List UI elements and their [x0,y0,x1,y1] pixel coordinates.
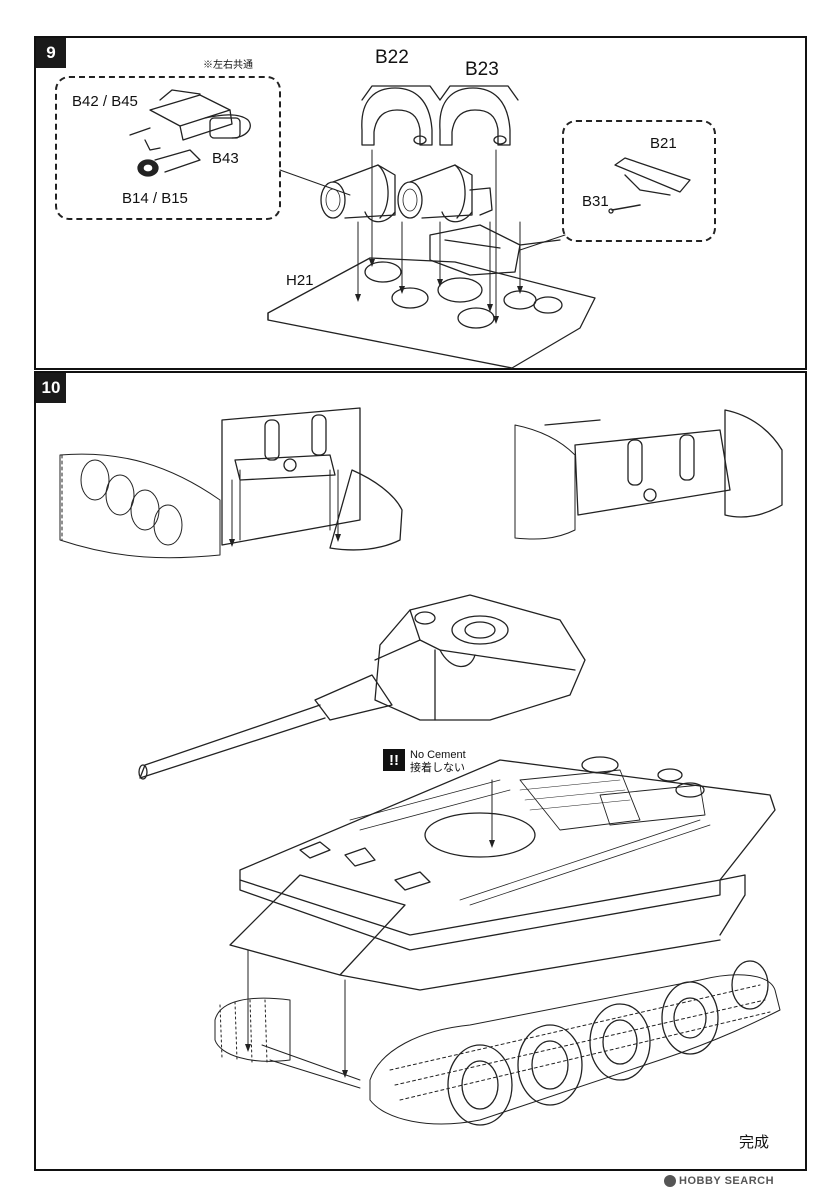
warning-subtitle: 接着しない [410,762,465,774]
bracket-detail-right [608,157,691,214]
part-label-b14-b15: B14 / B15 [122,190,188,207]
exhaust-detail-left [129,89,251,177]
part-label-b21: B21 [650,135,677,152]
hull-tracks [214,974,781,1125]
step-9-panel: 9 [34,36,807,370]
rear-plate-left [59,407,403,559]
left-track-wheels [61,454,183,546]
hobby-search-logo-icon [664,1175,676,1188]
turret [138,594,586,780]
part-label-b22: B22 [375,47,409,68]
complete-label: 完成 [739,1134,770,1151]
step-number: 10 [36,373,66,403]
exhaust-covers [361,85,519,146]
rear-plate-right [514,409,783,540]
hull-rear-plate-lines [247,949,361,1089]
muffler-cylinders [320,164,493,223]
step-number: 9 [36,38,66,68]
warning-icon: !! [383,749,405,771]
warning-title: No Cement [410,749,466,761]
assembly-arrows [279,149,566,323]
watermark: HOBBY SEARCH [664,1175,774,1188]
part-label-b43: B43 [212,150,239,167]
part-label-b42-b45: B42 / B45 [72,93,138,110]
hull [229,756,776,991]
part-label-h21: H21 [286,272,314,289]
detail-box-bracket [562,120,716,242]
part-label-b23: B23 [465,59,499,80]
detail-box-exhaust [55,76,281,220]
assembly-arrows-step10 [231,469,493,846]
common-note: ※左右共通 [203,60,253,71]
part-label-b31: B31 [582,193,609,210]
hull-bracket [429,224,561,276]
road-wheels [447,960,769,1126]
engine-deck-plate [267,257,596,369]
no-cement-warning: !! No Cement 接着しない [383,749,466,775]
